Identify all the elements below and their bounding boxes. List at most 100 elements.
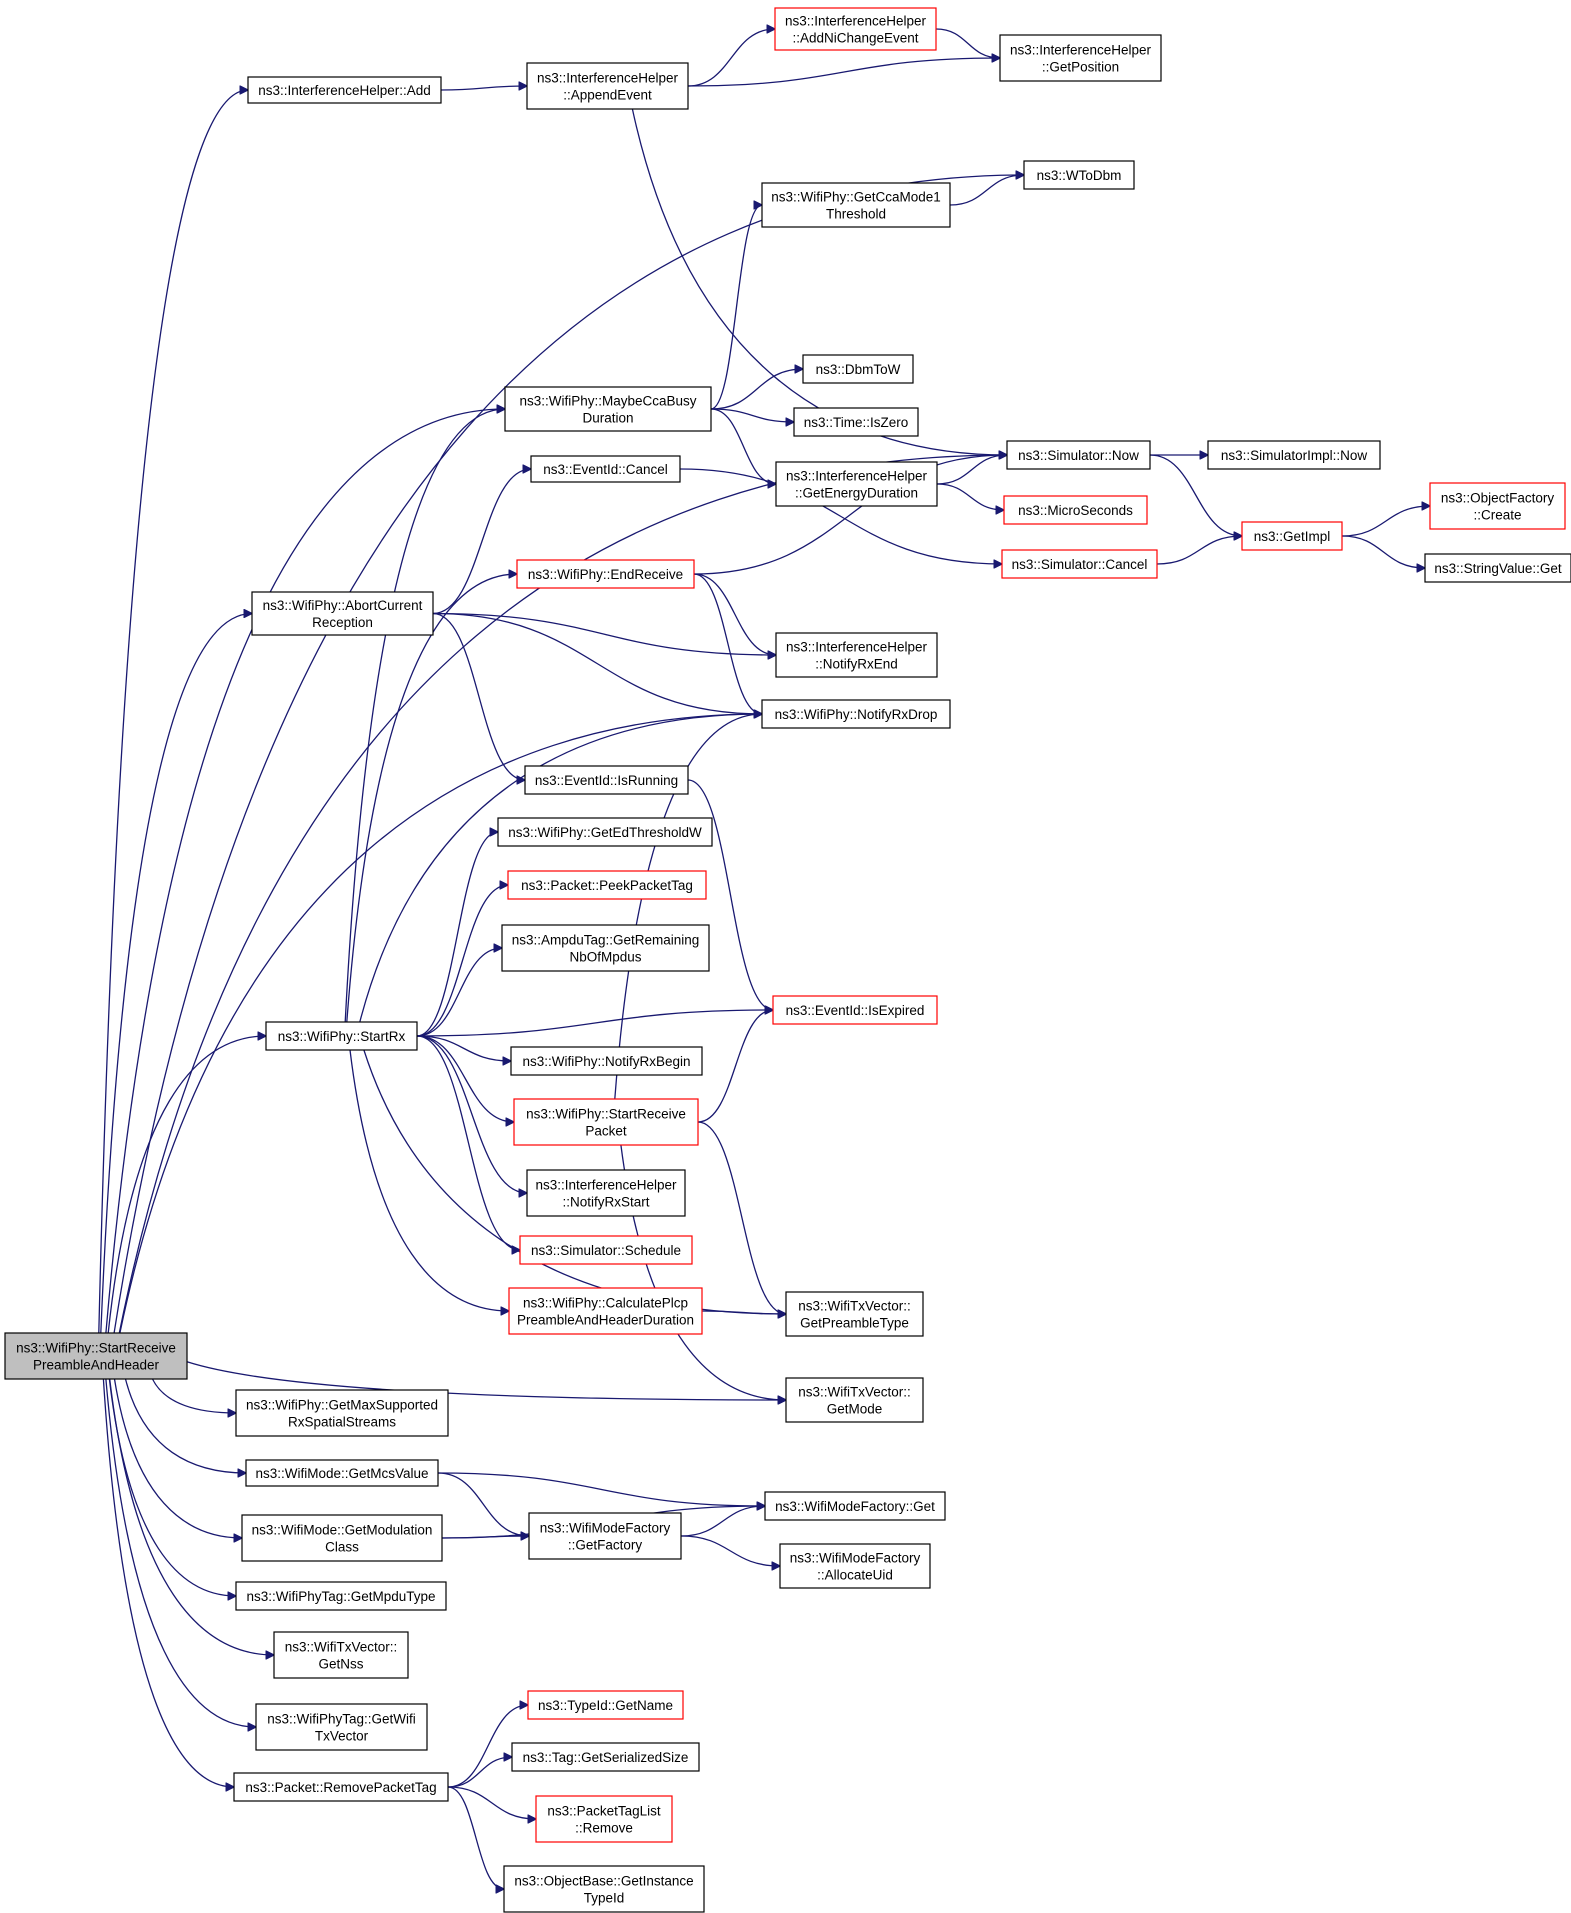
node-label: ns3::StringValue::Get <box>1434 561 1562 576</box>
edge-start-rx-to-get-ed-threshold <box>416 832 498 1037</box>
edge-start-receive-preamble-to-wtodbm <box>113 175 1024 1334</box>
node-label: GetPreambleType <box>800 1316 909 1331</box>
node-box <box>511 1742 700 1772</box>
edge-getimpl-to-objectfactory-create <box>1341 506 1430 537</box>
node-ih-append-event[interactable]: ns3::InterferenceHelper::AppendEvent <box>526 62 689 110</box>
node-simulator-now[interactable]: ns3::Simulator::Now <box>1006 440 1151 470</box>
node-modefactory-getfactory[interactable]: ns3::WifiModeFactory::GetFactory <box>528 1512 682 1560</box>
node-label: Reception <box>312 615 373 630</box>
node-label: ns3::WifiPhy::StartReceive <box>526 1107 686 1122</box>
node-label: NbOfMpdus <box>569 950 641 965</box>
edge-maybe-cca-busy-to-get-cca-threshold <box>710 205 762 410</box>
node-box <box>519 1235 693 1265</box>
node-get-max-supported[interactable]: ns3::WifiPhy::GetMaxSupportedRxSpatialSt… <box>235 1389 449 1437</box>
node-wtodbm[interactable]: ns3::WToDbm <box>1023 160 1135 190</box>
node-label: ns3::WifiPhy::MaybeCcaBusy <box>519 394 696 409</box>
node-modefactory-allocateuid[interactable]: ns3::WifiModeFactory::AllocateUid <box>779 1543 931 1589</box>
node-eventid-cancel[interactable]: ns3::EventId::Cancel <box>530 455 681 483</box>
node-label: ns3::Simulator::Now <box>1018 448 1139 463</box>
node-simulator-schedule[interactable]: ns3::Simulator::Schedule <box>519 1235 693 1265</box>
node-modefactory-get[interactable]: ns3::WifiModeFactory::Get <box>764 1491 946 1521</box>
edge-maybe-cca-busy-to-ih-get-energy-duration <box>710 408 776 484</box>
edge-start-receive-preamble-to-remove-packet-tag <box>102 1378 234 1787</box>
node-peek-packet-tag[interactable]: ns3::Packet::PeekPacketTag <box>507 870 707 900</box>
node-getimpl[interactable]: ns3::GetImpl <box>1241 521 1343 551</box>
node-tag-serialized-size[interactable]: ns3::Tag::GetSerializedSize <box>511 1742 700 1772</box>
node-ih-add-ni-change[interactable]: ns3::InterferenceHelper::AddNiChangeEven… <box>774 7 937 51</box>
node-ih-get-energy-duration[interactable]: ns3::InterferenceHelper::GetEnergyDurati… <box>775 461 938 507</box>
node-time-iszero[interactable]: ns3::Time::IsZero <box>793 407 919 437</box>
node-packettaglist-remove[interactable]: ns3::PacketTagList::Remove <box>535 1795 673 1843</box>
edge-end-receive-to-notify-rx-drop <box>693 573 762 714</box>
node-notify-rx-drop[interactable]: ns3::WifiPhy::NotifyRxDrop <box>761 699 951 729</box>
node-box <box>497 817 713 847</box>
node-start-rx[interactable]: ns3::WifiPhy::StartRx <box>265 1021 418 1051</box>
node-box <box>510 1046 703 1076</box>
node-phytag-get-mpdu-type[interactable]: ns3::WifiPhyTag::GetMpduType <box>235 1581 447 1611</box>
edge-eventid-cancel-to-simulator-cancel <box>679 468 1002 564</box>
node-label: ns3::EventId::IsExpired <box>786 1003 925 1018</box>
node-box <box>4 1332 188 1380</box>
node-box <box>761 182 951 228</box>
edge-start-receive-preamble-to-abort-current <box>100 614 252 1334</box>
node-ih-notify-rx-start[interactable]: ns3::InterferenceHelper::NotifyRxStart <box>526 1169 686 1217</box>
node-notify-rx-begin[interactable]: ns3::WifiPhy::NotifyRxBegin <box>510 1046 703 1076</box>
node-box <box>1429 482 1566 530</box>
edge-ih-add-to-ih-append-event <box>440 86 527 91</box>
edge-maybe-cca-busy-to-time-iszero <box>710 408 794 422</box>
node-remove-packet-tag[interactable]: ns3::Packet::RemovePacketTag <box>233 1772 449 1802</box>
node-dbmtow[interactable]: ns3::DbmToW <box>802 354 914 384</box>
node-ih-add[interactable]: ns3::InterferenceHelper::Add <box>247 76 442 104</box>
node-ih-notify-rx-end[interactable]: ns3::InterferenceHelper::NotifyRxEnd <box>775 632 938 678</box>
node-microseconds[interactable]: ns3::MicroSeconds <box>1003 495 1148 525</box>
node-typeid-getname[interactable]: ns3::TypeId::GetName <box>527 1690 684 1720</box>
node-eventid-isexpired[interactable]: ns3::EventId::IsExpired <box>772 995 938 1025</box>
node-label: Threshold <box>826 207 886 222</box>
edge-start-receive-preamble-to-txvector-getnss <box>109 1378 274 1655</box>
node-eventid-isrunning[interactable]: ns3::EventId::IsRunning <box>524 765 689 795</box>
edge-end-receive-to-simulator-now <box>693 455 1007 575</box>
node-end-receive[interactable]: ns3::WifiPhy::EndReceive <box>516 559 695 589</box>
edge-remove-packet-tag-to-packettaglist-remove <box>447 1786 536 1819</box>
node-get-ed-threshold[interactable]: ns3::WifiPhy::GetEdThresholdW <box>497 817 713 847</box>
node-box <box>793 407 919 437</box>
edge-start-receive-preamble-to-ih-add <box>98 90 248 1334</box>
node-box <box>1001 549 1158 579</box>
edge-remove-packet-tag-to-typeid-getname <box>447 1705 528 1788</box>
node-txvector-getmode[interactable]: ns3::WifiTxVector::GetMode <box>785 1377 924 1423</box>
edge-start-receive-preamble-to-start-rx <box>107 1036 266 1334</box>
node-box <box>761 699 951 729</box>
node-simulator-cancel[interactable]: ns3::Simulator::Cancel <box>1001 549 1158 579</box>
edge-remove-packet-tag-to-tag-serialized-size <box>447 1757 512 1788</box>
edge-layer <box>98 29 1430 1889</box>
node-label: ns3::ObjectBase::GetInstance <box>514 1874 693 1889</box>
node-box <box>802 354 914 384</box>
node-simulatorimpl-now[interactable]: ns3::SimulatorImpl::Now <box>1207 440 1381 470</box>
node-objectfactory-create[interactable]: ns3::ObjectFactory::Create <box>1429 482 1566 530</box>
node-start-receive-preamble[interactable]: ns3::WifiPhy::StartReceivePreambleAndHea… <box>4 1332 188 1380</box>
node-label: ::Remove <box>575 1821 633 1836</box>
node-label: ns3::WToDbm <box>1037 168 1122 183</box>
node-label: GetMode <box>827 1402 883 1417</box>
node-label: ::Create <box>1473 508 1521 523</box>
node-stringvalue-get[interactable]: ns3::StringValue::Get <box>1424 553 1571 583</box>
node-get-preamble-type[interactable]: ns3::WifiTxVector::GetPreambleType <box>785 1291 924 1337</box>
edge-start-receive-packet-to-eventid-isexpired <box>697 1010 773 1123</box>
node-txvector-getnss[interactable]: ns3::WifiTxVector::GetNss <box>273 1631 409 1679</box>
node-box <box>764 1491 946 1521</box>
node-get-mcs-value[interactable]: ns3::WifiMode::GetMcsValue <box>245 1459 439 1487</box>
node-box <box>241 1514 443 1562</box>
node-ih-get-position[interactable]: ns3::InterferenceHelper::GetPosition <box>999 34 1162 82</box>
node-calc-plcp[interactable]: ns3::WifiPhy::CalculatePlcpPreambleAndHe… <box>508 1287 703 1335</box>
node-label: ns3::WifiPhy::CalculatePlcp <box>523 1296 688 1311</box>
node-label: ::AllocateUid <box>817 1568 893 1583</box>
